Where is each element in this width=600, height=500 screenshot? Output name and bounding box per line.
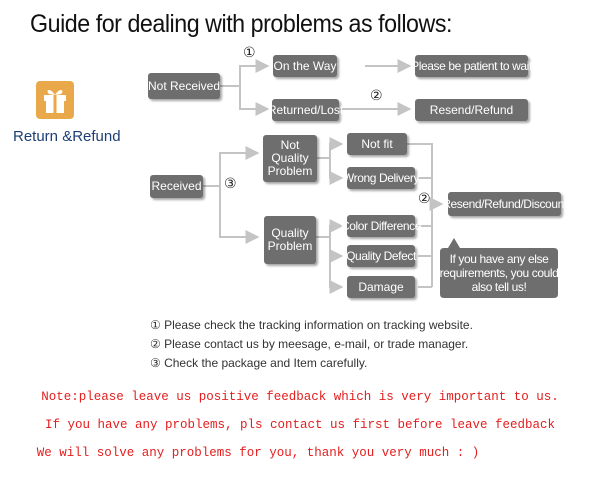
page-title: Guide for dealing with problems as follo…: [30, 10, 452, 38]
gift-icon: [36, 81, 74, 119]
step-2: ② Please contact us by meesage, e-mail, …: [150, 337, 469, 351]
marker-3: ③: [224, 176, 237, 192]
returned-lost-node: Returned/Lost: [268, 99, 343, 121]
color-difference-node: Color Difference: [341, 215, 421, 237]
marker-2: ②: [370, 88, 383, 104]
quality-problem-node: Quality Problem: [264, 216, 316, 264]
damage-node: Damage: [347, 276, 415, 298]
else-req-line-3: also tell us!: [471, 280, 527, 294]
note-thanks: We will solve any problems for you, than…: [36, 446, 480, 460]
patient-node: Please be patient to wait: [411, 55, 532, 77]
return-refund-label: Return &Refund: [13, 128, 121, 145]
else-req-line-2: requirements, you could: [439, 266, 559, 280]
step-3: ③ Check the package and Item carefully.: [150, 356, 368, 370]
not-received-node: Not Received: [148, 73, 220, 99]
else-req-line-1: If you have any else: [449, 252, 549, 266]
quality-problem-line-1: Quality: [271, 226, 309, 240]
marker-1: ①: [243, 45, 256, 61]
quality-problem-line-2: Problem: [267, 239, 313, 253]
not-fit-node: Not fit: [347, 133, 407, 155]
received-node: Received: [150, 175, 203, 198]
resend-refund-discount-node: Resend/Refund/Discount: [442, 192, 567, 216]
not-quality-line-2: Quality: [271, 151, 309, 165]
resend-refund-node: Resend/Refund: [415, 99, 528, 121]
not-quality-line-3: Problem: [267, 164, 313, 178]
speech-bubble: [440, 238, 558, 298]
wrong-delivery-node: Wrong Delivery: [343, 167, 420, 189]
not-quality-problem-node: Not Quality Problem: [263, 135, 317, 182]
quality-defect-node: Quality Defect: [346, 245, 416, 267]
step-1: ① Please check the tracking information …: [150, 318, 473, 332]
note-contact: If you have any problems, pls contact us…: [44, 418, 556, 432]
not-quality-line-1: Not: [280, 138, 300, 152]
marker-2b: ②: [418, 191, 431, 207]
else-requirements-text: If you have any else requirements, you c…: [439, 250, 559, 296]
note-feedback: Note:please leave us positive feedback w…: [41, 390, 559, 404]
on-the-way-node: On the Way: [273, 55, 337, 77]
